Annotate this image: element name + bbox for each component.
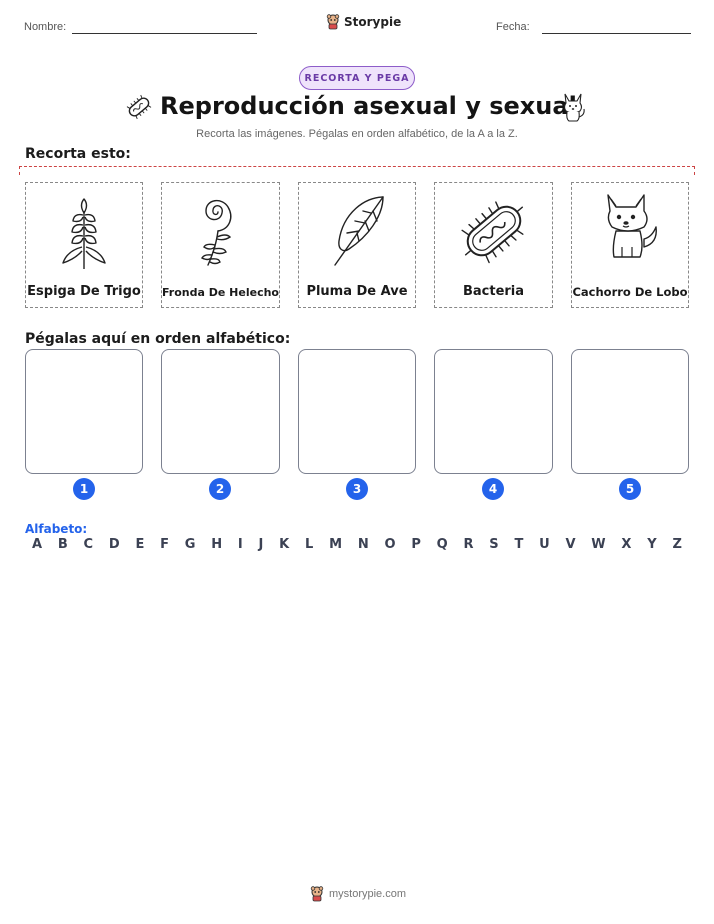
- paste-box-1[interactable]: [25, 349, 143, 474]
- card-label: Espiga De Trigo: [27, 284, 141, 299]
- alphabet-letter: N: [357, 537, 369, 552]
- alphabet-letter: U: [539, 537, 550, 552]
- fern-icon: [200, 200, 231, 266]
- paste-section-label: Pégalas aquí en orden alfabético:: [25, 331, 291, 347]
- alphabet-letter: G: [184, 537, 196, 552]
- wolf-pup-icon: [607, 194, 657, 258]
- alphabet-letter: R: [463, 537, 474, 552]
- wolf-pup-icon: [563, 93, 585, 122]
- paste-box-3[interactable]: [298, 349, 416, 474]
- feather-icon: [334, 196, 384, 266]
- cut-card-bacteria[interactable]: Bacteria: [434, 182, 553, 308]
- card-label: Bacteria: [462, 284, 525, 299]
- name-line[interactable]: [72, 33, 257, 34]
- alphabet-letter: W: [591, 537, 606, 552]
- position-number-4: 4: [482, 478, 504, 500]
- alphabet-letter: S: [489, 537, 499, 552]
- alphabet-letter: J: [258, 537, 264, 552]
- wheat-icon: [62, 198, 106, 269]
- storypie-mascot-icon: [310, 886, 324, 902]
- alphabet-letter: B: [57, 537, 68, 552]
- alphabet-letter: I: [237, 537, 243, 552]
- date-line[interactable]: [542, 33, 691, 34]
- name-label: Nombre:: [24, 21, 67, 33]
- cut-line: [19, 166, 695, 175]
- position-number-5: 5: [619, 478, 641, 500]
- alphabet-label: Alfabeto:: [25, 522, 88, 536]
- alphabet-letter: K: [279, 537, 290, 552]
- cut-card-feather[interactable]: Pluma De Ave: [298, 182, 416, 308]
- position-number-3: 3: [346, 478, 368, 500]
- paste-box-4[interactable]: [434, 349, 553, 474]
- alphabet-letter: T: [514, 537, 524, 552]
- alphabet-letter: M: [329, 537, 343, 552]
- alphabet-letter: A: [32, 537, 43, 552]
- alphabet-letter: D: [108, 537, 120, 552]
- cut-card-fern[interactable]: Fronda De Helecho: [161, 182, 280, 308]
- page-title: Reproducción asexual y sexual: [160, 92, 577, 120]
- activity-badge: RECORTA Y PEGA: [299, 66, 415, 90]
- instructions: Recorta las imágenes. Pégalas en orden a…: [196, 128, 518, 140]
- alphabet-letter: L: [305, 537, 314, 552]
- position-number-1: 1: [73, 478, 95, 500]
- brand-name: Storypie: [344, 15, 402, 29]
- paste-box-2[interactable]: [161, 349, 280, 474]
- cut-card-wheat[interactable]: Espiga De Trigo: [25, 182, 143, 308]
- alphabet-letter: O: [384, 537, 396, 552]
- alphabet-letter: Z: [672, 537, 682, 552]
- alphabet-letter: V: [565, 537, 576, 552]
- bacteria-icon: [460, 201, 524, 264]
- alphabet-letter: H: [211, 537, 223, 552]
- alphabet-letter: Y: [647, 537, 657, 552]
- alphabet-letter: E: [135, 537, 145, 552]
- card-label: Pluma De Ave: [306, 284, 408, 299]
- alphabet-letter: Q: [436, 537, 448, 552]
- date-label: Fecha:: [496, 21, 530, 33]
- card-label: Fronda De Helecho: [162, 286, 279, 299]
- position-number-2: 2: [209, 478, 231, 500]
- footer-url: mystorypie.com: [329, 888, 407, 900]
- alphabet-letter: C: [83, 537, 94, 552]
- cut-card-wolf-pup[interactable]: Cachorro De Lobo: [571, 182, 689, 308]
- paste-box-5[interactable]: [571, 349, 689, 474]
- alphabet-letter: F: [160, 537, 170, 552]
- card-label: Cachorro De Lobo: [572, 285, 688, 299]
- footer: mystorypie.com: [310, 886, 406, 902]
- alphabet-letter: X: [621, 537, 632, 552]
- alphabet-letter: P: [411, 537, 421, 552]
- storypie-mascot-icon: [326, 14, 340, 30]
- bacteria-icon: [126, 94, 152, 120]
- cut-section-label: Recorta esto:: [25, 146, 131, 162]
- brand-logo: Storypie: [326, 14, 401, 30]
